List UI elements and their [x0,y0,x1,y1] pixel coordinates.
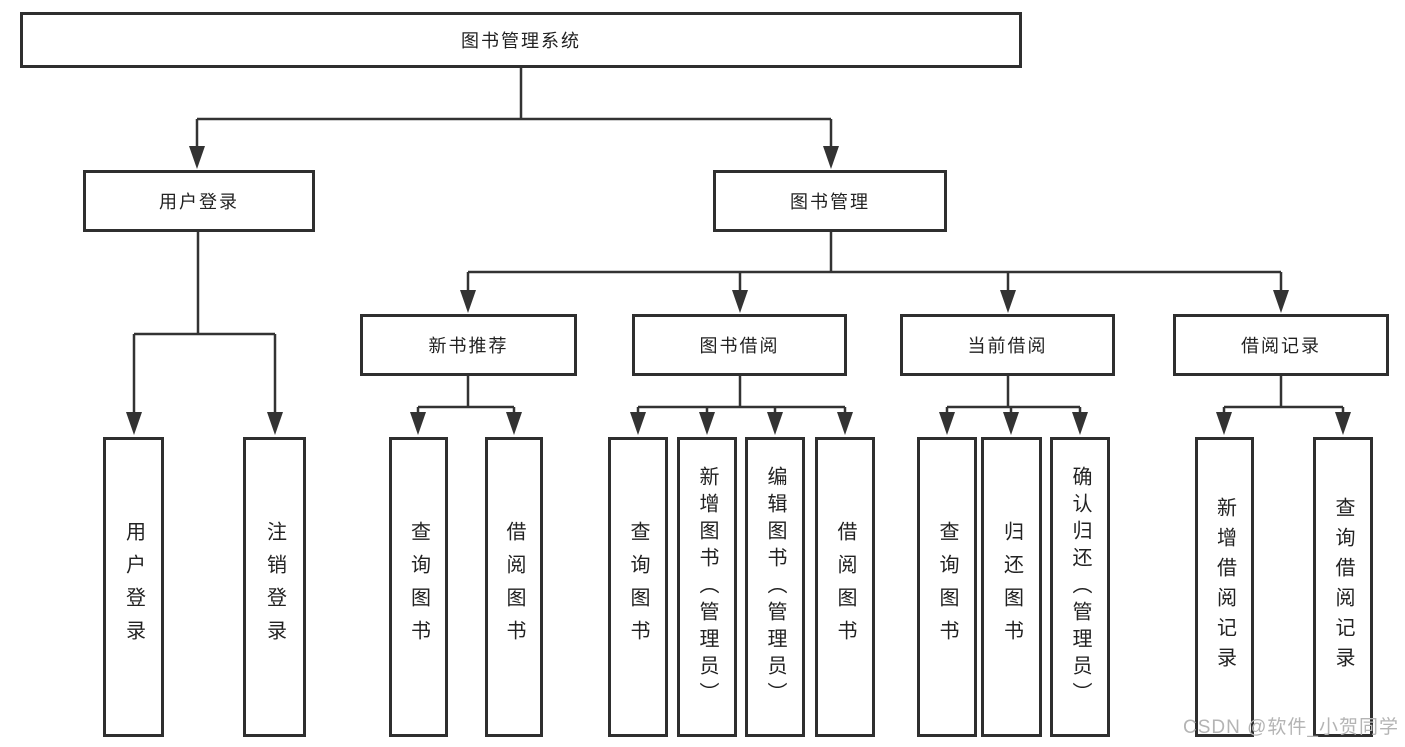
connector-recommend-to-leaves [416,376,516,418]
leaf-label: 借阅图书 [503,521,525,653]
node-label: 借阅记录 [1241,336,1321,356]
connector-root-to-level2 [195,66,833,150]
leaf-add-books-admin: 新增图书（管理员） [677,437,737,737]
leaf-query-books-recommend: 查询图书 [389,437,448,737]
leaf-label: 确认归还（管理员） [1069,465,1091,709]
node-label: 新书推荐 [428,336,509,356]
leaf-label: 归还图书 [1000,521,1023,653]
leaf-label: 查询图书 [407,521,430,653]
leaf-label: 借阅图书 [834,521,856,653]
leaf-label: 查询借阅记录 [1332,497,1354,677]
csdn-watermark: CSDN @软件_小贺同学 [1183,717,1399,738]
leaf-label: 新增图书（管理员） [696,465,718,709]
leaf-query-borrow-record: 查询借阅记录 [1313,437,1373,737]
node-book-management: 图书管理 [713,170,947,232]
leaf-borrow-books-recommend: 借阅图书 [485,437,543,737]
node-book-borrow: 图书借阅 [632,314,847,376]
node-borrow-records: 借阅记录 [1173,314,1389,376]
leaf-logout: 注销登录 [243,437,306,737]
leaf-label: 编辑图书（管理员） [764,465,786,709]
node-current-borrow: 当前借阅 [900,314,1115,376]
node-new-book-recommend: 新书推荐 [360,314,577,376]
connector-mgmt-to-level3 [466,232,1283,294]
leaf-query-books-borrow: 查询图书 [608,437,668,737]
leaf-label: 查询图书 [936,521,958,653]
connector-records-to-leaves [1222,376,1345,418]
node-label: 图书借阅 [699,336,780,356]
leaf-borrow-books: 借阅图书 [815,437,875,737]
leaf-return-books: 归还图书 [981,437,1042,737]
connector-current-to-leaves [945,376,1082,418]
leaf-label: 用户登录 [122,521,145,653]
leaf-confirm-return-admin: 确认归还（管理员） [1050,437,1110,737]
leaf-edit-books-admin: 编辑图书（管理员） [745,437,805,737]
leaf-label: 新增借阅记录 [1213,497,1236,677]
connector-borrow-to-leaves [636,376,847,418]
node-user-login: 用户登录 [83,170,315,232]
node-label: 用户登录 [159,192,239,212]
leaf-add-borrow-record: 新增借阅记录 [1195,437,1254,737]
leaf-label: 注销登录 [263,521,286,653]
node-label: 图书管理系统 [461,31,581,51]
node-label: 图书管理 [790,192,870,212]
node-library-system: 图书管理系统 [20,12,1022,68]
leaf-query-books-current: 查询图书 [917,437,977,737]
node-label: 当前借阅 [967,336,1048,356]
connector-login-to-leaves [132,232,277,418]
leaf-label: 查询图书 [627,521,649,653]
arrowheads [126,146,1351,435]
leaf-user-login: 用户登录 [103,437,164,737]
